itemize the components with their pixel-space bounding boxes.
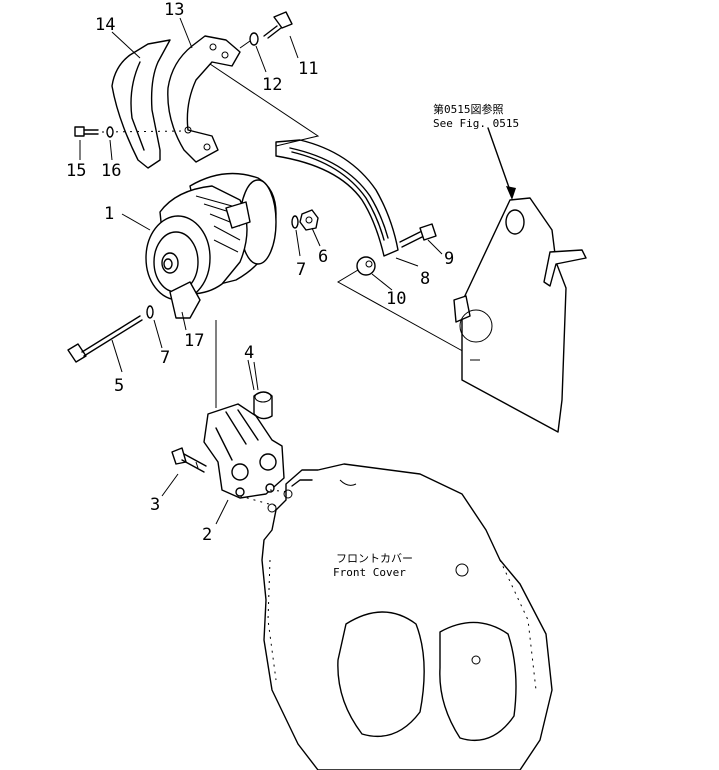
front-cover-label-english: Front Cover (333, 566, 406, 579)
reference-note-english: See Fig. 0515 (433, 117, 519, 130)
callout-16: 16 (101, 161, 121, 181)
part-9-bolt (399, 223, 437, 248)
assembly-line-15 (101, 130, 187, 133)
callout-12: 12 (262, 75, 282, 95)
part-3-bolt (171, 447, 207, 473)
part-2-mount-bracket (203, 403, 285, 499)
part-11-bolt (263, 11, 293, 39)
callout-17: 17 (184, 331, 204, 351)
callout-6: 6 (318, 247, 328, 267)
callout-8: 8 (420, 269, 430, 289)
callout-9: 9 (444, 249, 454, 269)
part-7-washer-upper (291, 215, 299, 229)
callout-4: 4 (244, 343, 254, 363)
alignment-line-4 (247, 359, 255, 391)
part-4-spacer (253, 391, 273, 420)
part-6-nut (299, 209, 319, 231)
leader-13-to-8 (209, 63, 320, 147)
callout-15: 15 (66, 161, 86, 181)
part-13-bracket (167, 35, 241, 163)
reference-note-japanese: 第0515図参照 (433, 102, 504, 116)
callout-1: 1 (104, 204, 114, 224)
callout-labels: 14 13 11 12 15 16 1 6 7 8 9 10 17 7 4 5 … (66, 0, 454, 545)
part-7-washer-lower (146, 305, 154, 319)
front-cover-label: フロントカバー Front Cover (333, 552, 413, 579)
part-8-adjusting-arm (275, 139, 399, 257)
part-14-guard (111, 39, 171, 169)
reference-note: 第0515図参照 See Fig. 0515 (433, 102, 519, 130)
part-5-long-bolt (67, 315, 143, 363)
front-cover (261, 463, 553, 770)
assembly-line-11 (239, 40, 251, 49)
leader-10-to-plate (336, 269, 469, 355)
reference-arrow (487, 127, 516, 200)
callout-2: 2 (202, 525, 212, 545)
callout-10: 10 (386, 289, 406, 309)
front-cover-label-japanese: フロントカバー (336, 552, 413, 565)
callout-7-lower: 7 (160, 348, 170, 368)
leader-lines (79, 17, 443, 525)
part-15-bolt (74, 126, 99, 137)
part-10-spacer (356, 256, 376, 276)
part-12-washer (249, 32, 259, 46)
callout-5: 5 (114, 376, 124, 396)
callout-3: 3 (150, 495, 160, 515)
callout-11: 11 (298, 59, 318, 79)
callout-13: 13 (164, 0, 184, 20)
part-1-alternator (145, 172, 277, 319)
callout-14: 14 (95, 15, 115, 35)
callout-7-upper: 7 (296, 260, 306, 280)
part-16-washer (106, 126, 114, 138)
reference-mounting-plate (453, 197, 587, 433)
